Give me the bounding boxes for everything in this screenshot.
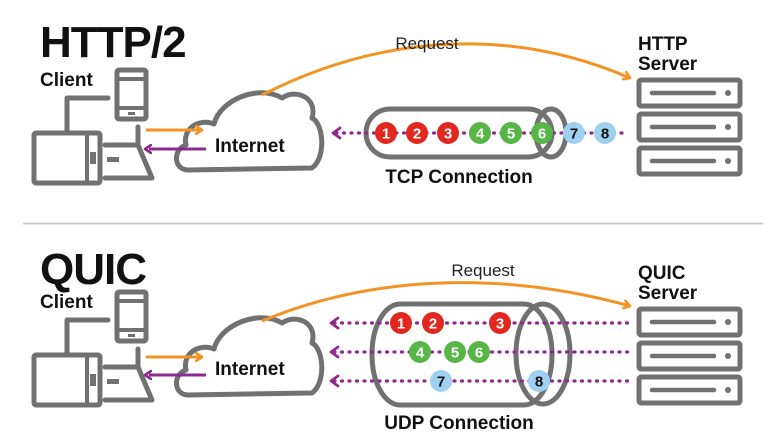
packet-7: 7: [430, 370, 452, 392]
packet-4: 4: [469, 122, 491, 144]
packet-circle: [531, 122, 553, 144]
packet-2: 2: [406, 122, 428, 144]
packet-1: 1: [375, 122, 397, 144]
tcp-packets: 1 2 3 4 5 6 7 8: [375, 122, 616, 144]
packet-7: 7: [563, 122, 585, 144]
packet-circle: [444, 341, 466, 363]
client-devices-icon: [31, 67, 155, 186]
packet-circle: [406, 122, 428, 144]
internet-label: Internet: [215, 136, 285, 157]
client-devices-icon: [31, 289, 155, 408]
packet-circle: [375, 122, 397, 144]
pipe-end-icon: [513, 301, 573, 407]
server-icon: [636, 306, 743, 406]
packet-circle: [500, 122, 522, 144]
packet-6: 6: [468, 341, 490, 363]
packet-8: 8: [594, 122, 616, 144]
packet-3: 3: [489, 312, 511, 334]
laptop-icon: [102, 346, 155, 403]
packet-1: 1: [390, 312, 412, 334]
request-arrow: [261, 42, 630, 97]
packet-circle: [469, 122, 491, 144]
packet-4: 4: [409, 341, 431, 363]
packet-number: 4: [476, 126, 485, 143]
packet-8: 8: [528, 370, 550, 392]
packet-number: 8: [601, 126, 609, 143]
packet-circle: [409, 341, 431, 363]
packet-circle: [430, 370, 452, 392]
section-title: QUIC: [40, 245, 146, 294]
udp-pipe-icon: [369, 301, 555, 408]
stream-arrowhead-icon: [331, 126, 342, 140]
desktop-icon: [31, 352, 103, 408]
packet-number: 6: [538, 126, 546, 143]
packet-number: 6: [475, 345, 483, 362]
packet-3: 3: [437, 122, 459, 144]
stream-arrowhead-icon: [329, 316, 340, 330]
request-label: Request: [451, 261, 515, 280]
server-label-line2: Server: [638, 283, 698, 304]
connection-label: UDP Connection: [384, 413, 534, 434]
client-label: Client: [40, 70, 93, 91]
stream-arrowhead-icon: [329, 374, 340, 388]
packet-circle: [594, 122, 616, 144]
packet-number: 2: [413, 126, 421, 143]
cable-icon: [64, 95, 111, 136]
connection-label: TCP Connection: [385, 167, 532, 188]
packet-circle: [489, 312, 511, 334]
packet-number: 7: [437, 374, 445, 391]
http2-section: HTTP/2 Client Internet Request: [31, 18, 743, 188]
packet-5: 5: [500, 122, 522, 144]
packet-number: 3: [444, 126, 452, 143]
section-title: HTTP/2: [40, 18, 186, 67]
packet-circle: [390, 312, 412, 334]
packet-circle: [422, 312, 444, 334]
request-label: Request: [395, 34, 459, 53]
packet-circle: [437, 122, 459, 144]
packet-number: 1: [397, 316, 405, 333]
phone-icon: [114, 289, 149, 344]
phone-icon: [114, 67, 149, 122]
packet-number: 5: [451, 345, 459, 362]
packet-number: 2: [429, 316, 437, 333]
laptop-icon: [102, 124, 155, 181]
internet-label: Internet: [215, 359, 285, 380]
packet-5: 5: [444, 341, 466, 363]
quic-section: QUIC Client Internet Request: [31, 245, 743, 434]
server-label-line2: Server: [638, 54, 698, 75]
packet-circle: [468, 341, 490, 363]
packet-number: 5: [507, 126, 515, 143]
cable-icon: [64, 317, 111, 358]
packet-circle: [528, 370, 550, 392]
packet-2: 2: [422, 312, 444, 334]
cloud-icon: [174, 90, 325, 173]
packet-number: 3: [496, 316, 504, 333]
server-label-line1: HTTP: [638, 34, 688, 55]
desktop-icon: [31, 130, 103, 186]
packet-number: 8: [535, 374, 543, 391]
packet-number: 7: [570, 126, 578, 143]
server-label-line1: QUIC: [638, 263, 686, 284]
cloud-icon: [174, 315, 325, 398]
server-icon: [636, 77, 743, 177]
packet-number: 4: [416, 345, 425, 362]
client-label: Client: [40, 292, 93, 313]
packet-number: 1: [382, 126, 390, 143]
request-arrow: [261, 281, 630, 323]
packet-6: 6: [531, 122, 553, 144]
packet-circle: [563, 122, 585, 144]
stream-arrowhead-icon: [329, 345, 340, 359]
